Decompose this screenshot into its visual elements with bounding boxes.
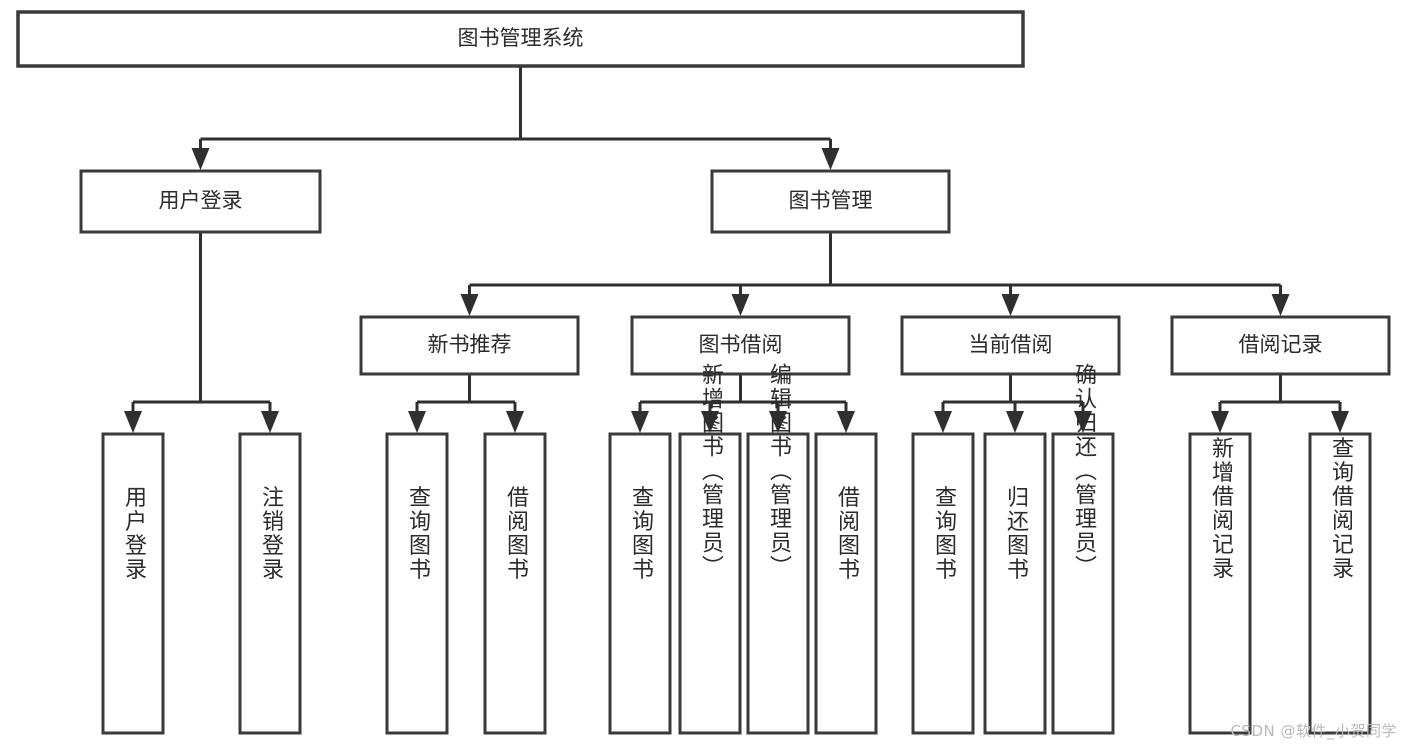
node-leaf-query-book-1[interactable]: 查询图书: [385, 432, 449, 735]
node-new-book-recommend[interactable]: 新书推荐: [359, 315, 580, 376]
node-label: 当前借阅: [969, 333, 1053, 357]
node-box[interactable]: [101, 432, 165, 735]
node-leaf-user-login[interactable]: 用户登录: [101, 432, 165, 735]
node-box[interactable]: [1051, 432, 1115, 735]
node-label: 图书管理系统: [458, 26, 584, 50]
arrow-head-icon: [261, 411, 279, 433]
connector-layer: [124, 66, 1349, 433]
arrow-head-icon: [631, 411, 649, 433]
node-leaf-query-record[interactable]: 查询借阅记录: [1308, 432, 1372, 735]
node-box[interactable]: [746, 432, 810, 735]
node-box[interactable]: [385, 432, 449, 735]
arrow-head-icon: [837, 411, 855, 433]
connector-group-current-borrow: [934, 374, 1092, 433]
node-box[interactable]: [911, 432, 975, 735]
node-leaf-query-book-2[interactable]: 查询图书: [608, 432, 672, 735]
node-label: 确认归还（管理员）: [1071, 363, 1097, 579]
node-label: 新增借阅记录: [1208, 437, 1234, 581]
node-layer: 图书管理系统用户登录图书管理新书推荐图书借阅当前借阅借阅记录用户登录注销登录查询…: [16, 10, 1391, 735]
node-box[interactable]: [900, 315, 1121, 376]
arrow-head-icon: [460, 294, 479, 316]
arrow-head-icon: [506, 411, 524, 433]
connector-group-borrow-record: [1211, 374, 1349, 433]
node-leaf-edit-book[interactable]: 编辑图书（管理员）: [746, 363, 810, 735]
node-root[interactable]: 图书管理系统: [16, 10, 1025, 68]
node-label: 借阅图书: [503, 486, 529, 582]
csdn-watermark: CSDN @软件_小贺同学: [1230, 722, 1397, 740]
node-box[interactable]: [983, 432, 1047, 735]
node-label: 查询图书: [405, 486, 431, 582]
node-label: 用户登录: [121, 486, 147, 582]
node-label: 新书推荐: [428, 333, 512, 357]
node-label: 图书管理: [789, 189, 873, 213]
node-label: 查询图书: [931, 486, 957, 582]
arrow-head-icon: [934, 411, 952, 433]
node-leaf-borrow-book-1[interactable]: 借阅图书: [483, 432, 547, 735]
node-book-borrow[interactable]: 图书借阅: [630, 315, 851, 376]
node-leaf-query-book-3[interactable]: 查询图书: [911, 432, 975, 735]
arrow-head-icon: [1074, 411, 1092, 433]
node-box[interactable]: [79, 169, 322, 234]
node-current-borrow[interactable]: 当前借阅: [900, 315, 1121, 376]
node-label: 编辑图书（管理员）: [766, 363, 792, 579]
node-leaf-add-record[interactable]: 新增借阅记录: [1188, 432, 1252, 735]
node-user-login[interactable]: 用户登录: [79, 169, 322, 234]
node-box[interactable]: [608, 432, 672, 735]
arrow-head-icon: [124, 411, 142, 433]
node-leaf-return-book[interactable]: 归还图书: [983, 432, 1047, 735]
node-box[interactable]: [359, 315, 580, 376]
node-leaf-user-logout[interactable]: 注销登录: [238, 432, 302, 735]
connector-group-user-login: [124, 232, 279, 433]
arrow-head-icon: [1006, 411, 1024, 433]
node-box[interactable]: [238, 432, 302, 735]
node-label: 新增图书（管理员）: [698, 363, 724, 579]
arrow-head-icon: [1001, 294, 1020, 316]
arrow-head-icon: [1271, 294, 1290, 316]
node-label: 注销登录: [258, 486, 284, 582]
arrow-head-icon: [821, 148, 840, 170]
node-label: 查询借阅记录: [1328, 437, 1354, 581]
node-box[interactable]: [1170, 315, 1391, 376]
node-leaf-confirm-return[interactable]: 确认归还（管理员）: [1051, 363, 1115, 735]
arrow-head-icon: [701, 411, 719, 433]
node-borrow-record[interactable]: 借阅记录: [1170, 315, 1391, 376]
node-label: 用户登录: [159, 189, 243, 213]
arrow-head-icon: [1331, 411, 1349, 433]
node-box[interactable]: [630, 315, 851, 376]
node-book-manage[interactable]: 图书管理: [710, 169, 951, 234]
node-box[interactable]: [483, 432, 547, 735]
node-box[interactable]: [678, 432, 742, 735]
node-label: 图书借阅: [699, 333, 783, 357]
node-box[interactable]: [16, 10, 1025, 68]
connector-group-book-manage: [460, 232, 1290, 316]
arrow-head-icon: [191, 148, 210, 170]
node-box[interactable]: [710, 169, 951, 234]
node-leaf-add-book[interactable]: 新增图书（管理员）: [678, 363, 742, 735]
arrow-head-icon: [769, 411, 787, 433]
arrow-head-icon: [731, 294, 750, 316]
node-label: 借阅记录: [1239, 333, 1323, 357]
connector-group-book-borrow: [631, 374, 855, 433]
node-label: 归还图书: [1003, 486, 1029, 582]
node-box[interactable]: [1188, 432, 1252, 735]
connector-group-root: [191, 66, 840, 170]
arrow-head-icon: [408, 411, 426, 433]
node-leaf-borrow-book-2[interactable]: 借阅图书: [814, 432, 878, 735]
node-box[interactable]: [814, 432, 878, 735]
node-box[interactable]: [1308, 432, 1372, 735]
arrow-head-icon: [1211, 411, 1229, 433]
node-label: 查询图书: [628, 486, 654, 582]
node-label: 借阅图书: [834, 486, 860, 582]
connector-group-new-book-recommend: [408, 374, 524, 433]
